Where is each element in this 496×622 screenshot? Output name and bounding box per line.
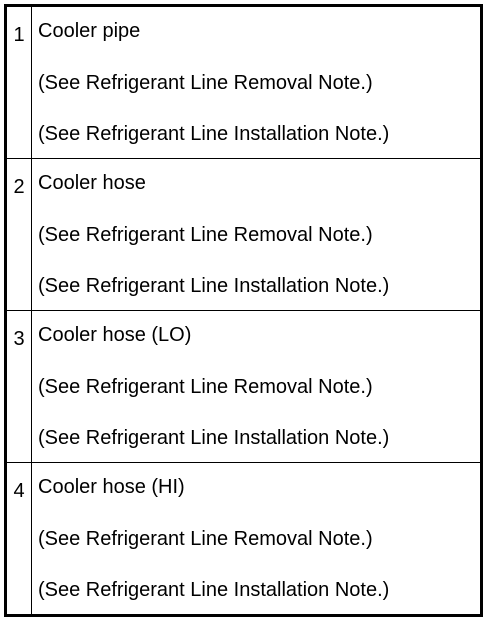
installation-note-link[interactable]: (See Refrigerant Line Installation Note.…: [38, 123, 390, 145]
table-row: 4 Cooler hose (HI) (See Refrigerant Line…: [5, 462, 482, 616]
part-number: 1: [5, 5, 32, 159]
installation-note-link[interactable]: (See Refrigerant Line Installation Note.…: [38, 579, 390, 601]
part-number: 3: [5, 310, 32, 463]
removal-note-link[interactable]: (See Refrigerant Line Removal Note.): [38, 224, 373, 246]
part-name: Cooler hose (LO): [38, 324, 192, 346]
installation-note-link[interactable]: (See Refrigerant Line Installation Note.…: [38, 427, 390, 449]
table-row: 3 Cooler hose (LO) (See Refrigerant Line…: [5, 310, 482, 463]
installation-note-link[interactable]: (See Refrigerant Line Installation Note.…: [38, 275, 390, 297]
part-number: 4: [5, 462, 32, 616]
removal-note-link[interactable]: (See Refrigerant Line Removal Note.): [38, 376, 373, 398]
part-number: 2: [5, 158, 32, 311]
part-name: Cooler hose (HI): [38, 476, 185, 498]
part-description: Cooler pipe (See Refrigerant Line Remova…: [32, 6, 482, 159]
part-name: Cooler hose: [38, 172, 146, 194]
removal-note-link[interactable]: (See Refrigerant Line Removal Note.): [38, 528, 373, 550]
part-description: Cooler hose (HI) (See Refrigerant Line R…: [31, 462, 482, 616]
table-row: 2 Cooler hose (See Refrigerant Line Remo…: [5, 158, 482, 311]
part-name: Cooler pipe: [38, 20, 141, 42]
part-description: Cooler hose (See Refrigerant Line Remova…: [31, 158, 482, 311]
removal-note-link[interactable]: (See Refrigerant Line Removal Note.): [38, 72, 373, 94]
parts-table: 1 Cooler pipe (See Refrigerant Line Remo…: [4, 4, 483, 617]
table-row: 1 Cooler pipe (See Refrigerant Line Remo…: [5, 5, 482, 159]
part-description: Cooler hose (LO) (See Refrigerant Line R…: [31, 310, 482, 463]
